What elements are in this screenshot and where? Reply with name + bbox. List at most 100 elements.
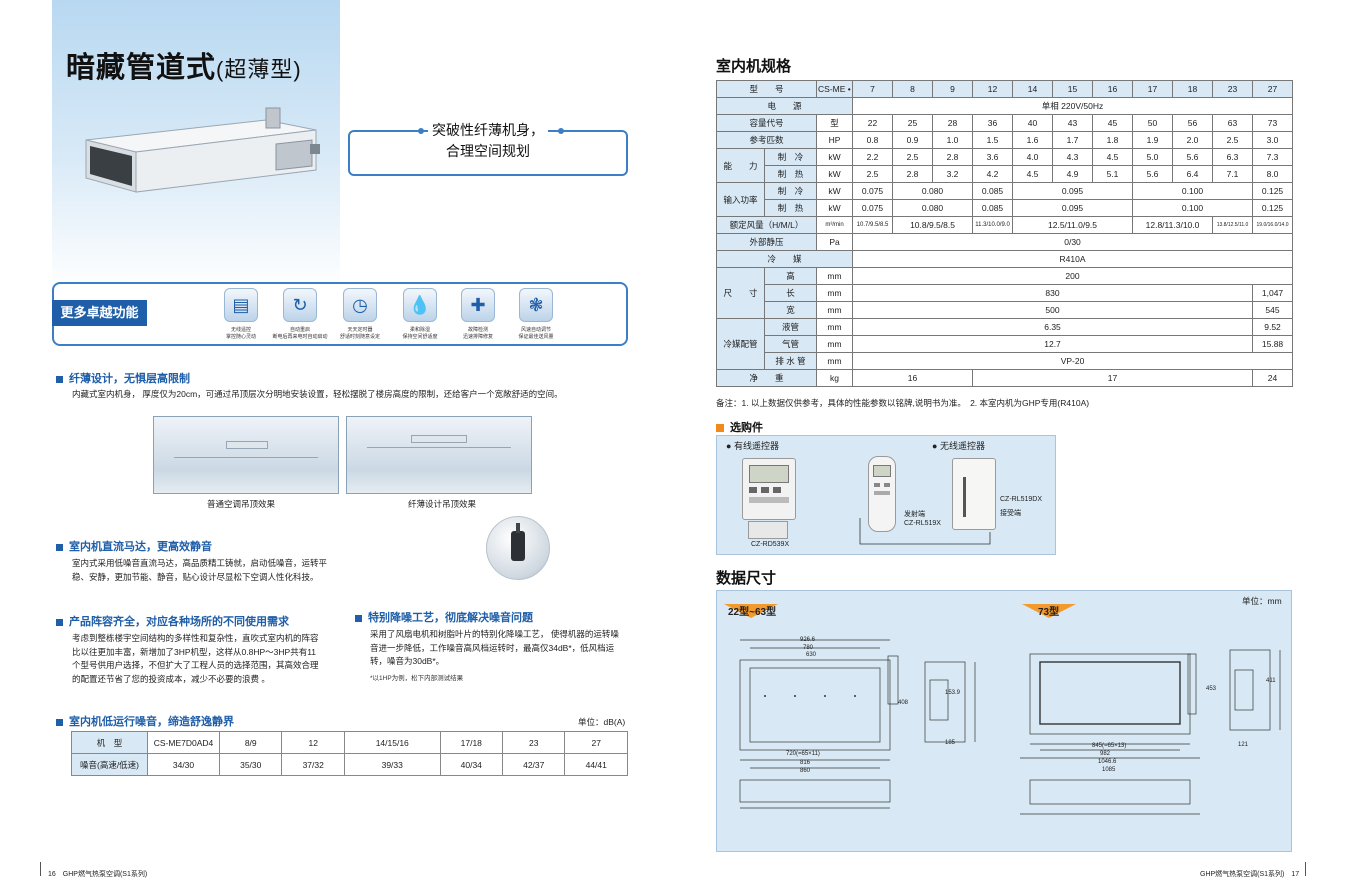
table-cell: kW [816,165,854,183]
table-cell: 56 [1172,114,1214,132]
fan-auto-icon: ❃ [519,288,553,322]
table-cell: 14/15/16 [343,731,441,754]
dim-label: 860 [800,768,811,774]
table-cell: 0.075 [852,182,894,200]
table-cell: 12 [281,731,345,754]
options-title: 选购件 [716,419,763,435]
page-marker [40,862,52,876]
dim-label: 816 [800,760,811,766]
table-cell: 6.3 [1212,148,1254,166]
table-cell: 6.4 [1172,165,1214,183]
table-cell: 0.125 [1252,182,1294,200]
table-cell: 2.5 [852,165,894,183]
ceiling-slim-caption: 纤薄设计吊顶效果 [408,499,477,509]
ceiling-normal-image [153,416,339,494]
table-cell: 0.125 [1252,199,1294,217]
table-cell: 17 [1132,80,1174,98]
table-cell: 50 [1132,114,1174,132]
table-cell: mm [816,352,854,370]
table-cell: 3.2 [932,165,974,183]
timer-icon: ◷ [343,288,377,322]
table-cell: 4.5 [1012,165,1054,183]
remote-signal-icon: ▤ [224,288,258,322]
table-cell: 12.8/11.3/10.0 [1132,216,1214,234]
table-cell: 1.9 [1132,131,1174,149]
table-cell: 排 水 管 [763,352,818,370]
table-cell: 5.6 [1132,165,1174,183]
table-cell: 制 冷 [763,148,818,166]
table-cell: 1.5 [972,131,1014,149]
table-cell: 12 [972,80,1014,98]
dim-label: 926.6 [800,637,816,643]
table-cell: 15 [1052,80,1094,98]
table-cell: kW [816,199,854,217]
table-cell: 制 热 [763,165,818,183]
dim-label: 630 [806,652,817,658]
table-cell: 19.0/16.0/14.0 [1252,216,1294,234]
table-cell: 液管 [763,318,818,336]
table-cell: 2.2 [852,148,894,166]
feature-caption: 天天定时器舒适时刻随意设定 [339,327,380,340]
dim-title: 数据尺寸 [716,570,777,587]
table-cell: 545 [1252,301,1294,319]
table-cell: 17 [972,369,1254,387]
noise-table: 机 型 CS-ME7D0AD4 8/9 12 14/15/16 17/18 23… [71,731,628,776]
receiver-model: CZ-RL519DX [1000,496,1043,503]
table-cell: 长 [763,284,818,302]
table-cell: 500 [852,301,1254,319]
table-cell: 宽 [763,301,818,319]
table-cell: 单相 220V/50Hz [852,97,1294,115]
table-row: 冷 媒 R410A [715,250,1294,268]
table-cell: 0.9 [892,131,934,149]
table-cell: 35/30 [218,753,283,776]
table-cell: 0.100 [1132,199,1254,217]
slogan-line-1: 突破性纤薄机身， [428,120,548,141]
spec-title: 室内机规格 [716,58,792,75]
table-cell: 8 [892,80,934,98]
table-cell: 净 重 [715,369,818,387]
table-cell: 36 [972,114,1014,132]
table-cell: 3.0 [1252,131,1294,149]
table-cell: 9.52 [1252,318,1294,336]
table-cell: 0.085 [972,182,1014,200]
table-cell: 12.7 [852,335,1254,353]
table-cell: 23 [501,731,566,754]
table-cell: 39/33 [343,753,441,776]
table-cell: kW [816,148,854,166]
page-title: 暗藏管道式(超薄型) [66,52,302,84]
dim-label: 411 [1266,678,1276,684]
dim-label: 453 [1206,686,1217,692]
dimension-drawing [739,639,1281,815]
section-text-slim: 内藏式室内机身， 厚度仅为20cm，可通过吊顶层次分明地安装设置，轻松摆脱了楼房… [72,389,563,399]
section-title-noise-table: 室内机低运行噪音，缔造舒逸静界 [56,713,234,729]
table-cell: 8/9 [218,731,283,754]
table-cell: 5.0 [1132,148,1174,166]
transmitter-model: CZ-RL519X [904,520,941,527]
ceiling-normal-caption: 普通空调吊顶效果 [207,499,276,509]
feature-caption: 自动重启断电后再来电时自动启动 [272,327,328,340]
table-cell: 能 力 [716,148,765,183]
table-cell: 1.7 [1052,131,1094,149]
table-cell: 0.080 [892,199,974,217]
wired-remote-model: CZ-RD539X [751,541,790,548]
dim-label: 1046.6 [1098,759,1117,765]
table-row: 噪音(高速/低速) 34/30 35/30 37/32 39/33 40/34 … [71,753,628,776]
section-text-lineup: 考虑到整栋楼宇空间结构的多样性和复杂性，直吹式室内机的阵容比以往更加丰富，新增加… [72,633,319,684]
table-cell: 16 [1092,80,1134,98]
table-cell: 2.8 [932,148,974,166]
table-cell: mm [816,267,854,285]
table-cell: 4.0 [1012,148,1054,166]
table-cell: 冷 媒 [715,250,854,268]
wired-remote-base [748,521,788,539]
table-cell: 4.5 [1092,148,1134,166]
table-cell: 830 [852,284,1254,302]
tag-73: 73型 [1038,607,1060,618]
table-cell: HP [816,131,854,149]
table-cell: 7.3 [1252,148,1294,166]
